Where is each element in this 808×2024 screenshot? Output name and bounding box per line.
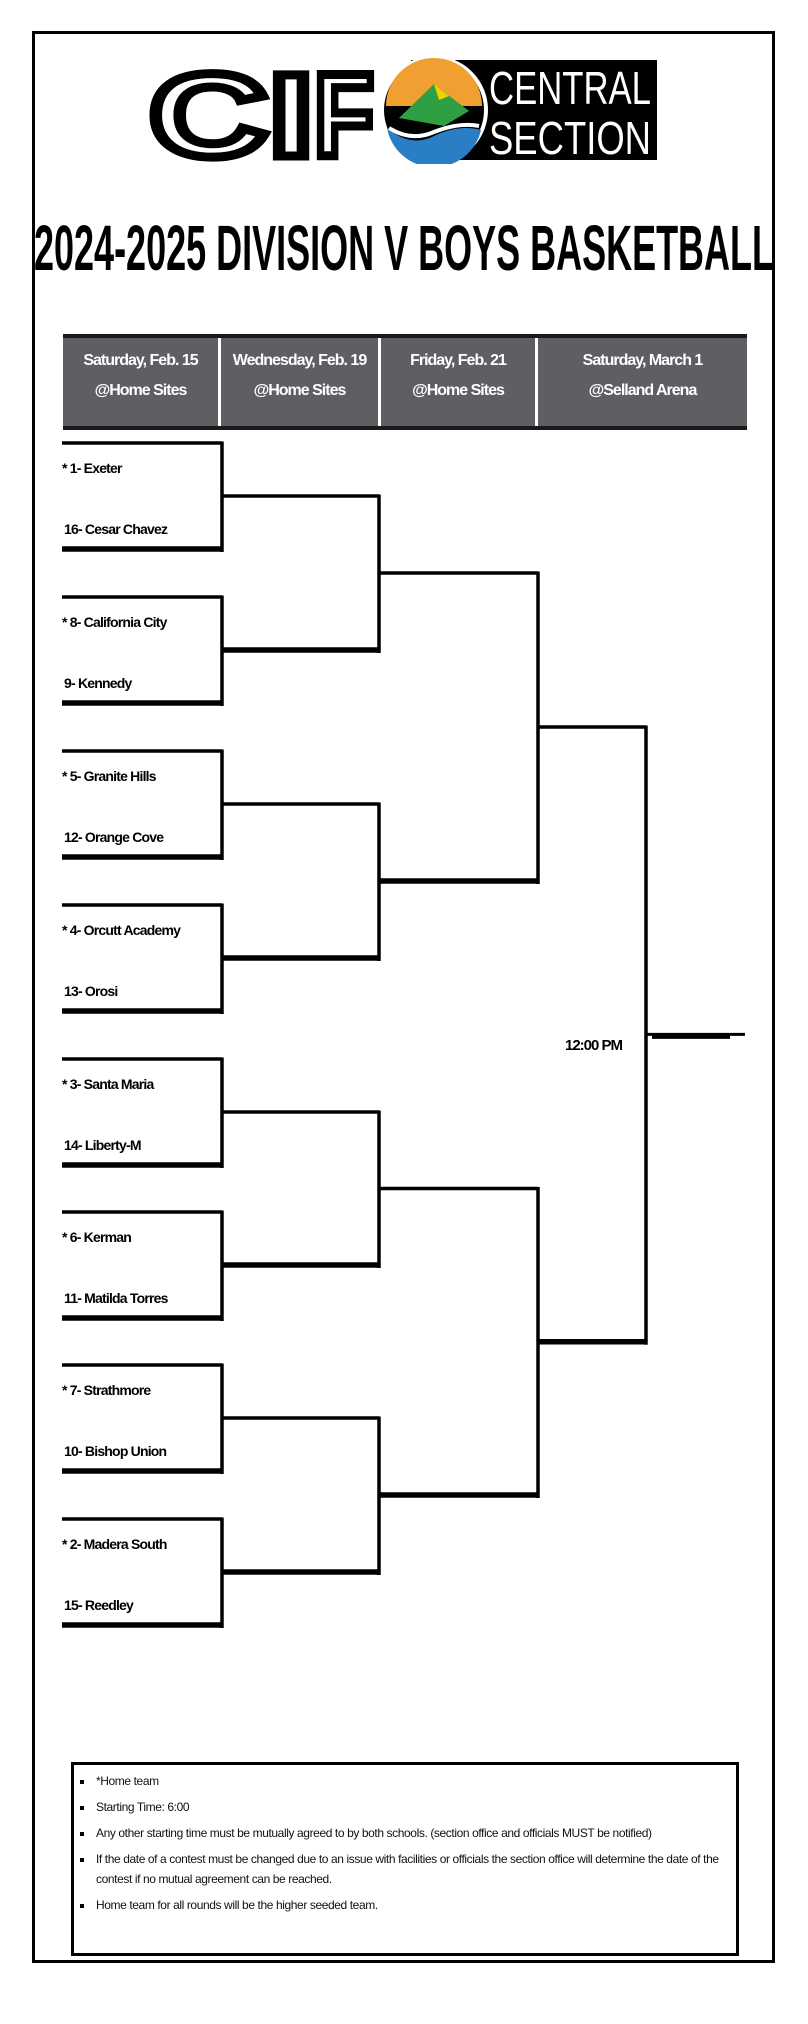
svg-text:F: F [314,56,374,164]
title-text: 2024-2025 DIVISION V BOYS BASKETBALL [34,212,774,278]
team-away: 14- Liberty-M [64,1137,142,1153]
final-time: 12:00 PM [565,1037,623,1054]
team-away: 15- Reedley [64,1597,134,1613]
team-home: * 1- Exeter [62,460,122,476]
round-site: @Home Sites [94,382,188,399]
round-date: Wednesday, Feb. 19 [232,352,367,369]
team-away: 13- Orosi [64,983,118,999]
team-home: * 3- Santa Maria [62,1076,154,1092]
round-1-header: Saturday, Feb. 15 @Home Sites [63,338,221,426]
round-2-header: Wednesday, Feb. 19 @Home Sites [221,338,381,426]
page-title: 2024-2025 DIVISION V BOYS BASKETBALL [34,212,774,278]
team-away: 12- Orange Cove [64,829,164,845]
round-date: Saturday, March 1 [582,352,704,369]
note-home-seed: Home team for all rounds will be the hig… [80,1895,728,1915]
round-4-header: Saturday, March 1 @Selland Arena [538,338,747,426]
round-date: Saturday, Feb. 15 [83,352,198,369]
round-site: @Home Sites [412,382,505,399]
team-home: * 7- Strathmore [62,1382,151,1398]
note-starting-time: Starting Time: 6:00 [80,1797,728,1817]
team-away: 16- Cesar Chavez [64,521,168,537]
note-home-team: *Home team [80,1771,728,1791]
note-date-change: If the date of a contest must be changed… [80,1849,728,1889]
team-away: 11- Matilda Torres [64,1290,168,1306]
cif-central-section-logo: CI F CENTRAL SECTION [149,56,657,164]
team-home: * 8- California City [62,614,167,630]
round-site: @Selland Arena [588,382,698,399]
team-home: * 2- Madera South [62,1536,167,1552]
note-other-time: Any other starting time must be mutually… [80,1823,728,1843]
team-home: * 5- Granite Hills [62,768,157,784]
round-date: Friday, Feb. 21 [410,352,507,369]
round-header: Saturday, Feb. 15 @Home Sites Wednesday, … [63,334,747,430]
svg-text:CENTRAL: CENTRAL [489,62,651,114]
team-away: 10- Bishop Union [64,1443,167,1459]
notes-box: *Home team Starting Time: 6:00 Any other… [71,1762,739,1956]
team-home: * 6- Kerman [62,1229,132,1245]
round-site: @Home Sites [253,382,347,399]
page-border [32,31,775,1963]
svg-text:CI: CI [149,56,314,164]
round-3-header: Friday, Feb. 21 @Home Sites [381,338,538,426]
svg-text:SECTION: SECTION [489,112,651,164]
team-home: * 4- Orcutt Academy [62,922,181,938]
team-away: 9- Kennedy [64,675,132,691]
